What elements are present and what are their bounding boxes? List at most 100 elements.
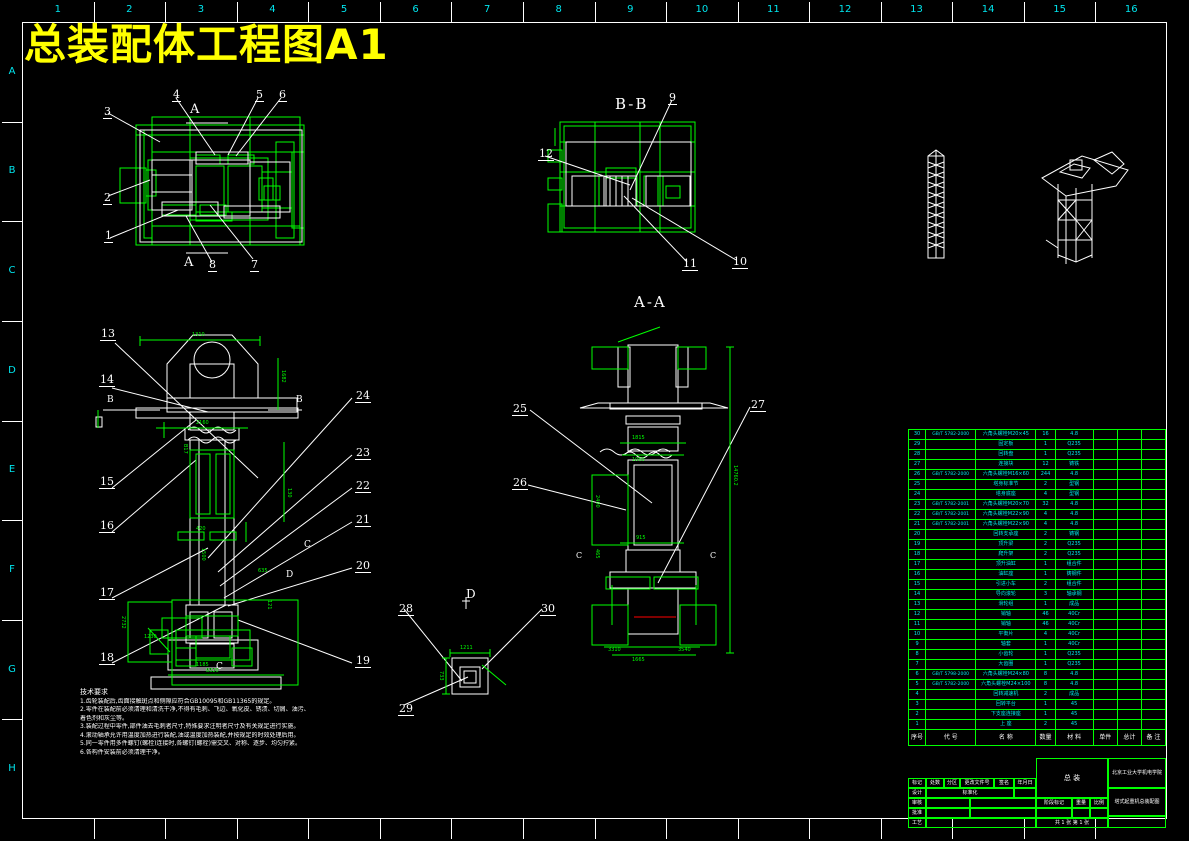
tb-review: 审核 bbox=[908, 798, 926, 808]
zone-tick-left bbox=[2, 719, 22, 721]
bom-cell-qty: 2 bbox=[1035, 539, 1056, 550]
bom-cell-material: 40Cr bbox=[1054, 639, 1094, 650]
bom-cell-no: 1 bbox=[907, 719, 927, 730]
zone-col-6: 6 bbox=[412, 4, 419, 15]
bom-cell-unit-weight bbox=[1092, 429, 1118, 440]
zone-tick-top bbox=[809, 2, 811, 22]
bom-cell-name: 六角头螺栓M16×60 bbox=[975, 469, 1037, 480]
bom-cell-qty: 32 bbox=[1035, 499, 1056, 510]
zone-col-5: 5 bbox=[340, 4, 348, 15]
bom-cell-no: 28 bbox=[907, 449, 927, 460]
tb-approve: 批准 bbox=[908, 808, 926, 818]
bom-cell-total-weight bbox=[1116, 459, 1142, 470]
zone-tick-left bbox=[2, 221, 22, 223]
bom-cell-remark bbox=[1140, 629, 1167, 640]
bom-cell-total-weight bbox=[1116, 449, 1142, 460]
bom-cell-code bbox=[925, 719, 977, 730]
bom-cell-total-weight bbox=[1116, 529, 1142, 540]
bom-cell-name: 导向滚轮 bbox=[975, 589, 1037, 600]
bom-cell-qty: 1 bbox=[1035, 599, 1056, 610]
bom-cell-total-weight bbox=[1116, 519, 1142, 530]
zone-col-4: 4 bbox=[269, 4, 276, 15]
zone-tick-bottom bbox=[1023, 819, 1025, 839]
bom-cell-total-weight bbox=[1116, 649, 1142, 660]
bom-cell-remark bbox=[1140, 689, 1167, 700]
page-title: 总装配体工程图A1 bbox=[24, 20, 389, 69]
zone-col-16: 16 bbox=[1124, 4, 1138, 15]
drawing-frame-border bbox=[22, 22, 1167, 819]
bom-cell-material: 40Cr bbox=[1054, 619, 1094, 630]
balloon-19: 19 bbox=[355, 654, 371, 668]
zone-tick-top bbox=[737, 2, 739, 22]
bom-cell-name: 油缸座 bbox=[975, 569, 1037, 580]
bom-cell-qty: 8 bbox=[1035, 679, 1056, 690]
dim-3310: 3310 bbox=[608, 647, 621, 653]
zone-col-13: 13 bbox=[910, 4, 923, 15]
bb-geometry bbox=[544, 99, 737, 263]
zone-tick-bottom bbox=[666, 819, 668, 839]
bom-cell-code: GB/T 5782-2001 bbox=[925, 509, 977, 520]
bom-cell-no: 29 bbox=[907, 439, 927, 450]
zone-row-B: B bbox=[8, 165, 16, 177]
bom-cell-name: 顶升油缸 bbox=[975, 559, 1037, 570]
dim-2400: 2400 bbox=[594, 495, 600, 508]
bom-cell-qty: 8 bbox=[1035, 669, 1056, 680]
balloon-28: 28 bbox=[398, 602, 414, 616]
bom-cell-code bbox=[925, 439, 977, 450]
bom-cell-no: 20 bbox=[907, 529, 927, 540]
bom-cell-unit-weight bbox=[1092, 519, 1118, 530]
bom-cell-code bbox=[925, 589, 977, 600]
bom-cell-remark bbox=[1140, 599, 1167, 610]
bom-cell-total-weight bbox=[1116, 499, 1142, 510]
tb-blank-2 bbox=[926, 798, 970, 808]
bom-cell-no: 10 bbox=[907, 629, 927, 640]
aa-geometry bbox=[527, 326, 751, 656]
zone-tick-top bbox=[880, 2, 882, 22]
bom-cell-unit-weight bbox=[1092, 509, 1118, 520]
balloon-8: 8 bbox=[208, 258, 217, 272]
zone-row-D: D bbox=[8, 364, 16, 376]
bom-cell-unit-weight bbox=[1092, 719, 1118, 730]
bom-cell-unit-weight bbox=[1092, 439, 1118, 450]
zone-tick-bottom bbox=[737, 819, 739, 839]
bom-header-material: 材 料 bbox=[1054, 729, 1094, 746]
section-mark-b-left: B bbox=[107, 395, 114, 405]
zone-tick-top bbox=[1023, 2, 1025, 22]
bom-cell-unit-weight bbox=[1092, 539, 1118, 550]
bom-cell-qty: 46 bbox=[1035, 619, 1056, 630]
bom-cell-unit-weight bbox=[1092, 489, 1118, 500]
bom-cell-qty: 1 bbox=[1035, 639, 1056, 650]
bom-cell-name: 引进小车 bbox=[975, 579, 1037, 590]
zone-tick-left bbox=[2, 520, 22, 522]
bom-cell-material: 型钢 bbox=[1054, 489, 1094, 500]
bom-cell-name: 六角头螺栓M20×45 bbox=[975, 429, 1037, 440]
dim-130: 130 bbox=[286, 488, 292, 498]
bom-cell-no: 24 bbox=[907, 489, 927, 500]
bom-cell-qty: 4 bbox=[1035, 489, 1056, 500]
bom-cell-code bbox=[925, 709, 977, 720]
balloon-23: 23 bbox=[355, 446, 371, 460]
bom-cell-unit-weight bbox=[1092, 469, 1118, 480]
view-bb: B-B bbox=[500, 0, 780, 290]
zone-tick-bottom bbox=[1095, 819, 1097, 839]
section-mark-c-bottom: C bbox=[216, 662, 223, 672]
bom-cell-material: 40Cr bbox=[1054, 629, 1094, 640]
bom-cell-total-weight bbox=[1116, 489, 1142, 500]
bom-cell-no: 6 bbox=[907, 669, 927, 680]
bom-cell-total-weight bbox=[1116, 439, 1142, 450]
bom-cell-no: 7 bbox=[907, 659, 927, 670]
bom-cell-name: 回转支承座 bbox=[975, 529, 1037, 540]
bom-cell-code bbox=[925, 629, 977, 640]
bom-cell-no: 2 bbox=[907, 709, 927, 720]
bom-cell-unit-weight bbox=[1092, 649, 1118, 660]
bom-cell-code bbox=[925, 639, 977, 650]
bom-header-qty: 数量 bbox=[1035, 729, 1056, 746]
